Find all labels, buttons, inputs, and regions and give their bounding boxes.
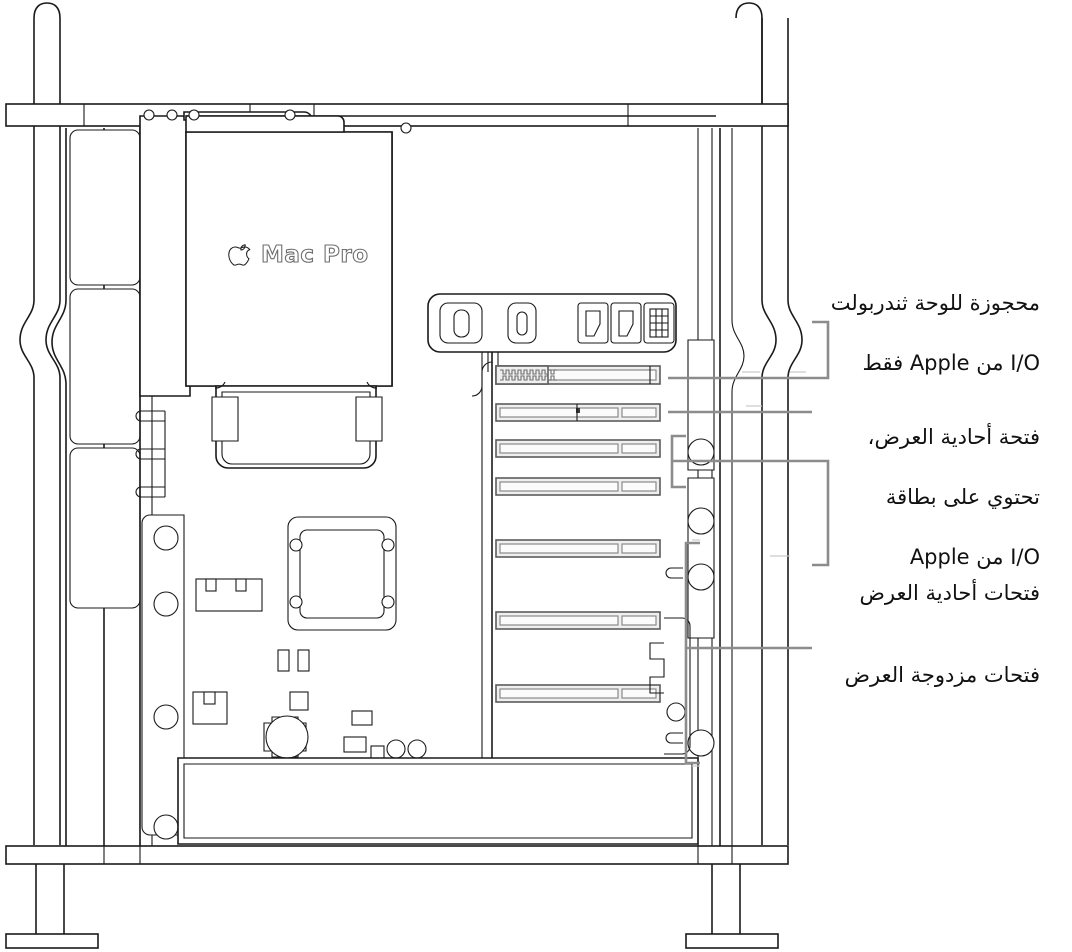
cpu-socket (287, 516, 397, 631)
bottom-rail (5, 845, 789, 865)
callout-line: تحتوي على بطاقة (885, 485, 1040, 509)
apple-logo-icon (228, 244, 251, 266)
thunderbolt-port-icon (577, 302, 609, 344)
logic-board-cover (185, 109, 716, 387)
svg-text:Mac Pro: Mac Pro (261, 242, 369, 268)
callout-line: I/O من Apple (909, 545, 1040, 569)
ethernet-port-icon (643, 302, 675, 344)
leader-single-width-slot-apple-io (668, 405, 812, 414)
bottom-shelf (177, 757, 699, 845)
card-retention-latch (649, 617, 691, 755)
pcie-slot-7 (495, 684, 661, 703)
rear-retention-bar (665, 128, 745, 846)
pcie-slot-6 (495, 611, 661, 630)
pcie-slot-5 (495, 539, 661, 558)
callout-line: فتحة أحادية العرض، (867, 425, 1040, 449)
callout-double-width-slots: فتحات مزدوجة العرض (784, 630, 1040, 720)
callout-line: I/O من Apple فقط (862, 351, 1040, 375)
io-port-panel (427, 293, 677, 372)
callout-single-width-slot-apple-io: فتحة أحادية العرض، تحتوي على بطاقة I/O م… (784, 392, 1040, 602)
usb-c-port-icon (507, 302, 537, 344)
pcie-slot-1 (495, 365, 661, 385)
leader-double-width-slots (684, 539, 812, 767)
leader-thunderbolt-io-reserved (668, 320, 830, 380)
callout-line: فتحات أحادية العرض (859, 581, 1040, 605)
pcie-slot-2 (495, 403, 661, 422)
coin-battery (263, 715, 309, 759)
mac-pro-wordmark: Mac Pro (260, 241, 369, 268)
callout-thunderbolt-io-reserved: محجوزة للوحة ثندربولت I/O من Apple فقط (784, 258, 1040, 408)
callout-line: فتحات مزدوجة العرض (844, 663, 1040, 687)
thunderbolt-port-icon (610, 302, 642, 344)
power-connector (195, 578, 263, 612)
pcie-slot-4 (495, 477, 661, 496)
callout-line: محجوزة للوحة ثندربولت (830, 291, 1040, 315)
top-rail (5, 103, 789, 127)
headphone-port-icon (439, 302, 483, 344)
callout-single-width-slots: فتحات أحادية العرض (784, 548, 1040, 638)
leader-single-width-slots (670, 434, 830, 567)
board-clip-tabs (135, 410, 166, 498)
bottom-left-foot (5, 864, 99, 949)
left-standoff-strip (141, 514, 185, 840)
bottom-right-foot (685, 864, 779, 949)
pcie-slot-3 (495, 439, 661, 458)
psu-lower-body (211, 381, 383, 469)
